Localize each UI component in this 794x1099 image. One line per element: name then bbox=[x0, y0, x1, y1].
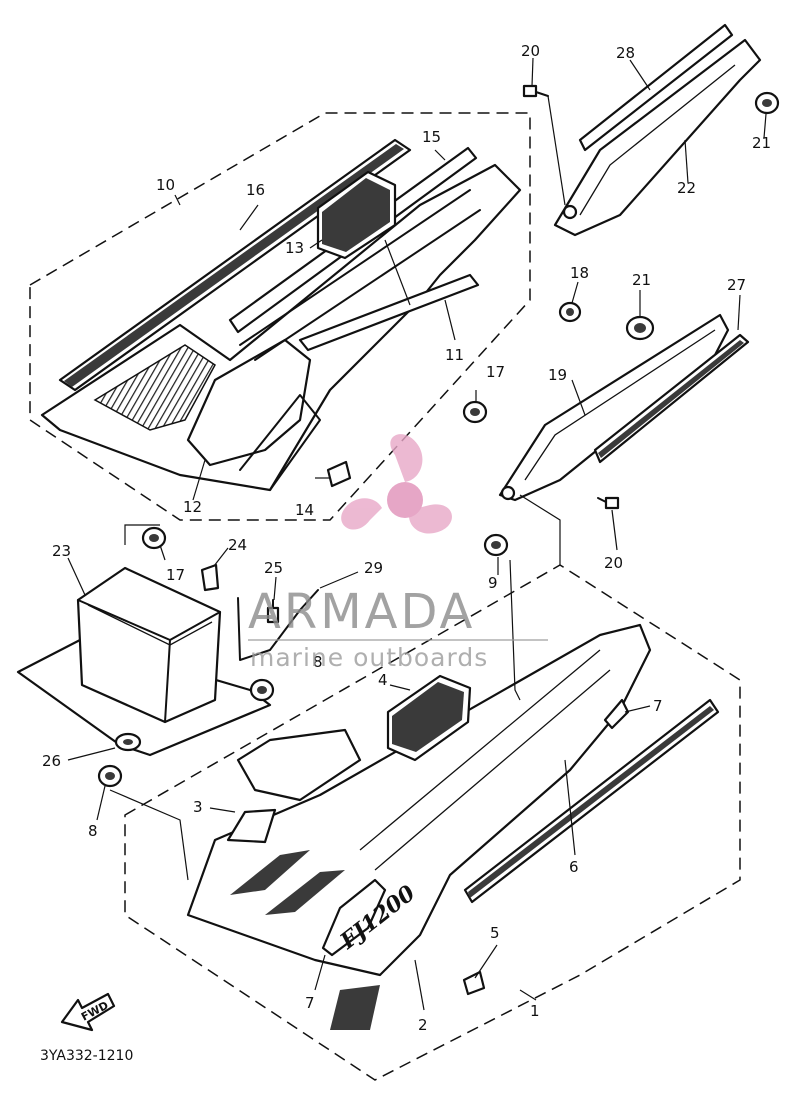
pad-13-fill bbox=[322, 178, 390, 252]
upper-assembly-boundary bbox=[29, 112, 531, 521]
lower-side-cover-assembly: FJ1200 bbox=[186, 623, 720, 1030]
stripe-7-lower bbox=[330, 985, 380, 1030]
callout-21-mid: 21 bbox=[632, 271, 651, 289]
grommet-8-lower bbox=[97, 764, 123, 788]
callout-26: 26 bbox=[42, 752, 61, 770]
bolt-20-top-leader bbox=[547, 95, 566, 206]
mount-hole-19 bbox=[500, 485, 516, 501]
stripe-28 bbox=[578, 23, 734, 152]
grommet-21-mid bbox=[625, 315, 655, 341]
leader-lines bbox=[67, 57, 767, 1011]
stripe-16-fill bbox=[64, 144, 404, 387]
callout-11: 11 bbox=[445, 346, 464, 364]
callout-3: 3 bbox=[193, 798, 203, 816]
callout-6: 6 bbox=[569, 858, 579, 876]
battery-box-assembly bbox=[16, 526, 509, 788]
armada-watermark: ARMADA marine outboards bbox=[248, 434, 548, 672]
upper-side-cover-assembly bbox=[40, 138, 522, 492]
callout-17-lower: 17 bbox=[166, 566, 185, 584]
upper-cover-lower-lip bbox=[239, 394, 321, 491]
callout-4: 4 bbox=[378, 671, 388, 689]
callout-2: 2 bbox=[418, 1016, 428, 1034]
callout-18: 18 bbox=[570, 264, 589, 282]
stripe-6-fill bbox=[468, 706, 714, 898]
callout-19: 19 bbox=[548, 366, 567, 384]
callout-28: 28 bbox=[616, 44, 635, 62]
rod-11 bbox=[298, 273, 480, 352]
bolt-25 bbox=[266, 599, 280, 624]
vent-slot-upper bbox=[230, 850, 310, 895]
stripe-27-fill bbox=[598, 340, 744, 458]
lower-assembly-boundary bbox=[124, 564, 741, 1081]
callout-1: 1 bbox=[530, 1002, 540, 1020]
bolt-20-top bbox=[522, 84, 549, 98]
forward-direction-arrow: FWD bbox=[60, 992, 116, 1032]
callout-20-mid: 20 bbox=[604, 554, 623, 572]
pad-4-fill bbox=[392, 682, 464, 752]
callout-17-upper: 17 bbox=[486, 363, 505, 381]
callout-9: 9 bbox=[488, 574, 498, 592]
callout-13: 13 bbox=[285, 239, 304, 257]
clip-14 bbox=[326, 460, 352, 488]
pad-3-flap bbox=[226, 808, 277, 844]
watermark-brand: ARMADA bbox=[248, 584, 475, 640]
callout-20-top: 20 bbox=[521, 42, 540, 60]
grommet-26 bbox=[114, 732, 142, 752]
grommet-8-battery bbox=[249, 678, 275, 702]
callout-29: 29 bbox=[364, 559, 383, 577]
side-panel-assembly bbox=[462, 301, 750, 510]
callout-5: 5 bbox=[490, 924, 500, 942]
side-panel-19-inner bbox=[524, 329, 716, 481]
upper-cover-hatched-panel bbox=[93, 344, 216, 431]
grommet-17-lower bbox=[141, 526, 167, 550]
callout-27: 27 bbox=[727, 276, 746, 294]
callout-15: 15 bbox=[422, 128, 441, 146]
bolt-20-mid bbox=[597, 496, 620, 510]
clip-7-right bbox=[603, 698, 630, 730]
side-panel-19 bbox=[498, 313, 730, 502]
strap-29 bbox=[237, 589, 319, 661]
lower-cover-inner-edge bbox=[359, 649, 611, 871]
mount-hole-22 bbox=[562, 204, 578, 220]
callout-24: 24 bbox=[228, 536, 247, 554]
grommet-9 bbox=[483, 533, 509, 557]
clip-5 bbox=[462, 970, 486, 996]
grommet-18 bbox=[558, 301, 582, 323]
callout-10: 10 bbox=[156, 176, 175, 194]
callout-22: 22 bbox=[677, 179, 696, 197]
callout-21-top: 21 bbox=[752, 134, 771, 152]
vent-slot-lower bbox=[265, 870, 345, 915]
callout-14: 14 bbox=[295, 501, 314, 519]
diagram-code: 3YA332-1210 bbox=[40, 1048, 133, 1064]
callout-labels: 10 16 15 13 11 12 14 17 18 21 27 19 20 2… bbox=[42, 42, 771, 1034]
tail-cover-22-inner bbox=[579, 64, 736, 216]
grommet-21-top bbox=[754, 91, 780, 115]
callout-16: 16 bbox=[246, 181, 265, 199]
upper-cover-panel bbox=[40, 163, 522, 492]
callout-8-lower: 8 bbox=[88, 822, 98, 840]
emblem-panel-12 bbox=[186, 338, 312, 467]
grommet-17-upper bbox=[462, 400, 488, 424]
tail-cover-assembly bbox=[522, 23, 780, 237]
callout-25: 25 bbox=[264, 559, 283, 577]
callout-23: 23 bbox=[52, 542, 71, 560]
battery-box-23-rim bbox=[87, 604, 213, 646]
callout-7-lower: 7 bbox=[305, 994, 315, 1012]
clip-24 bbox=[200, 563, 220, 592]
callout-8-battery: 8 bbox=[313, 653, 323, 671]
tail-cover-22 bbox=[553, 38, 762, 237]
callout-7-right: 7 bbox=[653, 697, 663, 715]
watermark-tagline: marine outboards bbox=[250, 643, 488, 672]
pad-3 bbox=[236, 728, 362, 802]
upper-cover-rail bbox=[239, 189, 481, 361]
battery-box-23-lip bbox=[77, 599, 221, 723]
callout-12: 12 bbox=[183, 498, 202, 516]
battery-box-23 bbox=[76, 566, 222, 724]
propeller-logo-icon bbox=[341, 434, 452, 534]
